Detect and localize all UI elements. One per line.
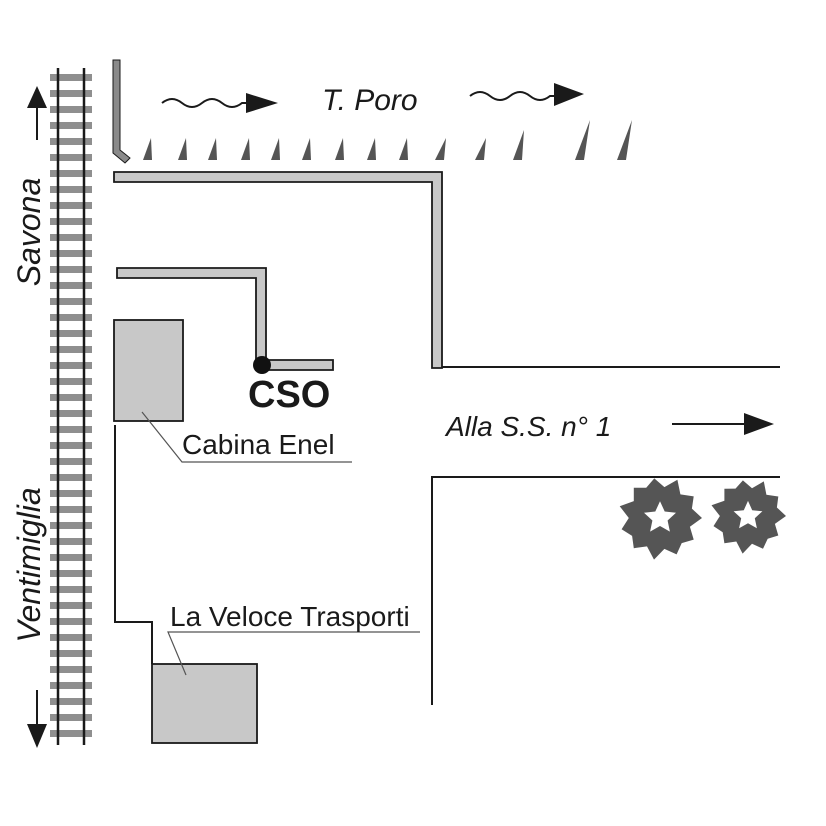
embankment-spike	[208, 138, 217, 160]
embankment-spike	[367, 138, 376, 160]
railway-tie	[50, 90, 92, 97]
railway-tie	[50, 602, 92, 609]
railway-tie	[50, 570, 92, 577]
railway-tie	[50, 330, 92, 337]
property-line	[114, 425, 153, 664]
railway-tie	[50, 714, 92, 721]
embankment-spike	[302, 138, 311, 160]
railway-tie	[50, 74, 92, 81]
railway-tie	[50, 698, 92, 705]
river-embankment	[143, 120, 632, 160]
railway-ties	[50, 74, 92, 737]
railway-tie	[50, 314, 92, 321]
river-label: T. Poro	[322, 84, 418, 117]
railway-tie	[50, 618, 92, 625]
railway-tie	[50, 538, 92, 545]
railway-tie	[50, 122, 92, 129]
railway-tie	[50, 554, 92, 561]
railway-tie	[50, 650, 92, 657]
embankment-spike	[475, 138, 486, 160]
railway-tie	[50, 170, 92, 177]
railway-tie	[50, 730, 92, 737]
railway-tie	[50, 522, 92, 529]
railway-tie	[50, 138, 92, 145]
tree-icon	[711, 480, 786, 554]
railway-tie	[50, 394, 92, 401]
river-flow-right	[469, 83, 584, 106]
embankment-spike	[271, 138, 280, 160]
railway-tie	[50, 362, 92, 369]
trees	[619, 478, 786, 560]
road-direction-label: Alla S.S. n° 1	[444, 411, 611, 442]
road-edge-south	[431, 476, 780, 705]
embankment-spike	[241, 138, 250, 160]
point-marker-icon	[253, 356, 271, 374]
railway-tie	[50, 442, 92, 449]
arrow-icon	[554, 83, 584, 106]
cabina-label: Cabina Enel	[182, 429, 335, 460]
embankment-spike	[143, 138, 152, 160]
perimeter-wall	[113, 171, 443, 369]
arrow-icon	[246, 93, 278, 113]
river-wall-stub	[112, 59, 131, 164]
railway-tie	[50, 458, 92, 465]
transport-label: La Veloce Trasporti	[170, 601, 410, 632]
embankment-spike	[575, 120, 590, 160]
railway-tie	[50, 106, 92, 113]
cabina-leader-line	[141, 411, 352, 463]
railway-tie	[50, 298, 92, 305]
railway-tie	[50, 346, 92, 353]
embankment-spike	[435, 138, 446, 160]
railway-tie	[50, 218, 92, 225]
road-arrow-icon	[672, 413, 774, 435]
wave-icon	[469, 91, 558, 101]
railway	[50, 68, 92, 745]
embankment-spike	[399, 138, 408, 160]
embankment-spike	[617, 120, 632, 160]
river-flow-left	[161, 93, 278, 113]
cso-label: CSO	[248, 374, 330, 416]
south-arrow-icon	[27, 690, 47, 748]
railway-tie	[50, 490, 92, 497]
cabina-enel-building	[113, 319, 184, 422]
railway-tie	[50, 634, 92, 641]
railway-tie	[50, 426, 92, 433]
railway-tie	[50, 474, 92, 481]
cso-pipe	[116, 267, 334, 371]
railway-tie	[50, 666, 92, 673]
railway-tie	[50, 586, 92, 593]
railway-tie	[50, 266, 92, 273]
railway-tie	[50, 202, 92, 209]
embankment-spike	[178, 138, 187, 160]
railway-tie	[50, 250, 92, 257]
railway-tie	[50, 154, 92, 161]
wave-icon	[161, 98, 250, 108]
transport-building	[151, 663, 258, 744]
south-direction-label: Ventimiglia	[11, 487, 47, 642]
north-direction-label: Savona	[11, 178, 47, 287]
railway-tie	[50, 410, 92, 417]
railway-tie	[50, 234, 92, 241]
railway-tie	[50, 506, 92, 513]
transport-leader-line	[167, 631, 420, 676]
north-arrow-icon	[27, 86, 47, 140]
tree-icon	[619, 478, 702, 560]
railway-tie	[50, 282, 92, 289]
embankment-spike	[335, 138, 344, 160]
railway-tie	[50, 682, 92, 689]
road	[431, 366, 780, 705]
embankment-spike	[513, 130, 524, 160]
railway-tie	[50, 186, 92, 193]
railway-tie	[50, 378, 92, 385]
